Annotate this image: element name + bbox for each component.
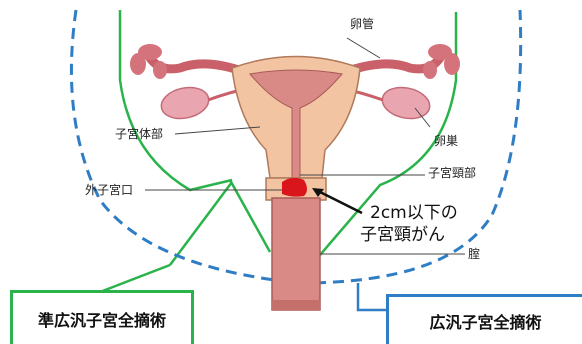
radical-hysterectomy-box: 広汎子宮全摘術 xyxy=(386,294,582,344)
label-ovary: 卵巣 xyxy=(434,134,458,148)
label-cancer-line2: 子宮頸がん xyxy=(360,225,445,245)
radical-hysterectomy-label: 広汎子宮全摘術 xyxy=(429,309,541,333)
label-external-os: 外子宮口 xyxy=(85,182,133,197)
vagina xyxy=(272,198,320,310)
label-vagina: 腟 xyxy=(468,246,480,261)
label-uterine-body: 子宮体部 xyxy=(115,126,163,141)
cervical-tumor xyxy=(282,178,307,197)
label-cancer-line1: 2cm以下の xyxy=(370,203,458,223)
semi-radical-hysterectomy-box: 準広汎子宮全摘術 xyxy=(10,290,194,344)
semi-radical-hysterectomy-label: 準広汎子宮全摘術 xyxy=(38,307,166,331)
vagina-opening xyxy=(272,300,320,310)
label-cervix: 子宮頸部 xyxy=(428,165,476,180)
label-fallopian-tube: 卵管 xyxy=(350,16,374,31)
